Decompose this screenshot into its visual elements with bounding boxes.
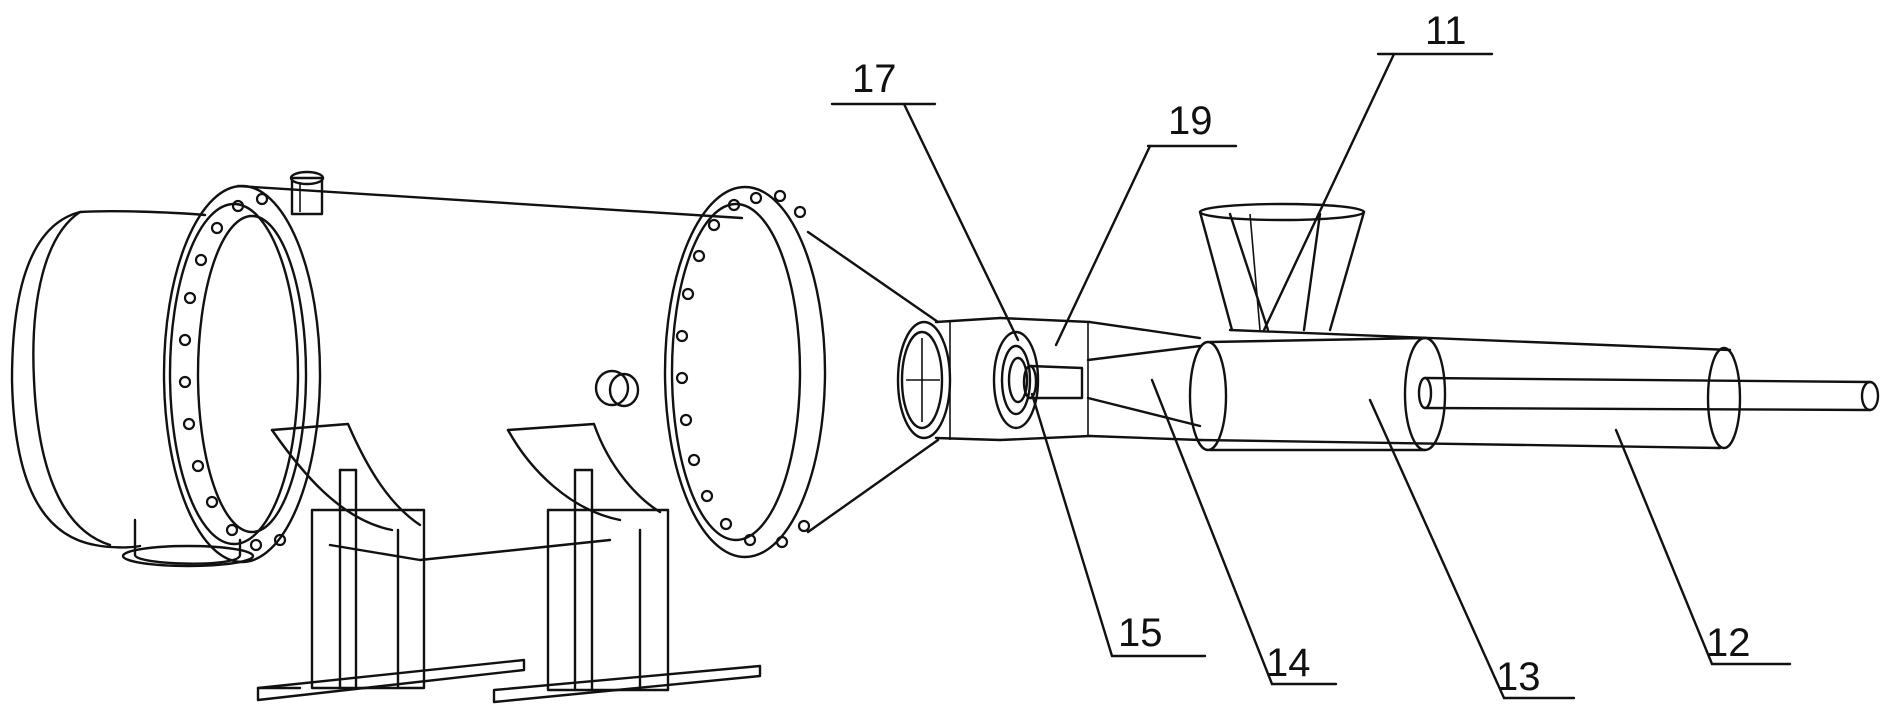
end-cap bbox=[10, 210, 207, 549]
diffuser bbox=[1086, 320, 1202, 442]
main-shell bbox=[236, 184, 744, 562]
probe-rod bbox=[1417, 376, 1880, 412]
label-13: 13 bbox=[1496, 655, 1541, 699]
right-flange bbox=[663, 185, 827, 559]
bottom-outlet bbox=[121, 518, 255, 568]
left-flange bbox=[162, 184, 322, 564]
label-11: 11 bbox=[1425, 9, 1467, 53]
saddle-support-left bbox=[256, 422, 526, 702]
leader-lines bbox=[830, 52, 1792, 700]
mixing-tube bbox=[1188, 336, 1447, 452]
outer-pipe bbox=[1198, 328, 1742, 450]
feed-hopper bbox=[1198, 202, 1366, 332]
label-17: 17 bbox=[852, 57, 897, 101]
label-12: 12 bbox=[1706, 621, 1751, 665]
label-15: 15 bbox=[1118, 611, 1163, 655]
orifice-ring bbox=[992, 330, 1040, 430]
inner-nozzle bbox=[1022, 364, 1084, 400]
label-14: 14 bbox=[1266, 641, 1311, 685]
cone-reducer bbox=[806, 230, 940, 534]
label-19: 19 bbox=[1168, 99, 1213, 143]
saddle-support-right bbox=[492, 422, 762, 704]
barrel bbox=[998, 316, 1092, 442]
side-port bbox=[594, 369, 640, 408]
top-nozzle bbox=[289, 170, 325, 216]
small-flange bbox=[896, 316, 1002, 442]
